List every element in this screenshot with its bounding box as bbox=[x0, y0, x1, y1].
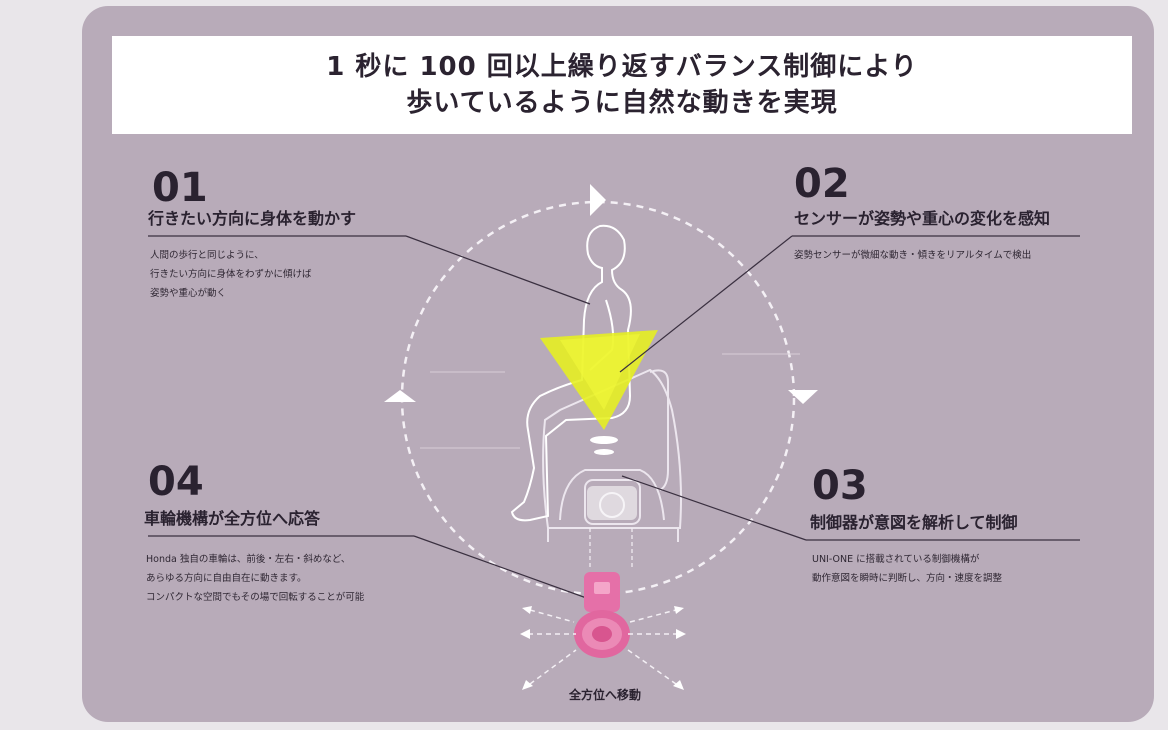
step-01-heading: 行きたい方向に身体を動かす bbox=[148, 209, 357, 228]
omnidirectional-label: 全方位へ移動 bbox=[568, 688, 641, 702]
step-01-line-2: 行きたい方向に身体をわずかに傾けば bbox=[150, 269, 312, 280]
step-03-line-1: UNI-ONE に搭載されている制御機構が bbox=[812, 554, 980, 565]
step-01-number: 01 bbox=[152, 165, 208, 211]
step-04-line-1: Honda 独自の車輪は、前後・左右・斜めなど、 bbox=[146, 554, 351, 565]
step-02-heading: センサーが姿勢や重心の変化を感知 bbox=[794, 209, 1051, 228]
arrow-right-icon bbox=[788, 390, 818, 404]
title-line-1: 1 秒に 100 回以上繰り返すバランス制御により bbox=[326, 52, 918, 82]
arrow-left-icon bbox=[384, 390, 416, 402]
step-02-number: 02 bbox=[794, 161, 850, 207]
step-01-line-3: 姿勢や重心が動く bbox=[150, 288, 227, 299]
step-02-line-1: 姿勢センサーが微細な動き・傾きをリアルタイムで検出 bbox=[794, 250, 1032, 261]
step-03-number: 03 bbox=[812, 463, 868, 509]
step-04-line-3: コンパクトな空間でもその場で回転することが可能 bbox=[146, 592, 365, 603]
step-03-heading: 制御器が意図を解析して制御 bbox=[810, 513, 1018, 532]
step-04-number: 04 bbox=[148, 459, 204, 505]
arrow-top-icon bbox=[590, 184, 606, 216]
step-03-line-2: 動作意図を瞬時に判断し、方向・速度を調整 bbox=[812, 573, 1003, 584]
step-01-line-1: 人間の歩行と同じように、 bbox=[150, 250, 264, 261]
title-banner: 1 秒に 100 回以上繰り返すバランス制御により 歩いているように自然な動きを… bbox=[112, 36, 1132, 134]
title-line-2: 歩いているように自然な動きを実現 bbox=[406, 88, 838, 118]
step-04-line-2: あらゆる方向に自由自在に動きます。 bbox=[146, 573, 307, 584]
sensor-cone-icon bbox=[540, 330, 658, 455]
direction-arrows-icon bbox=[528, 609, 678, 685]
step-04-heading: 車輪機構が全方位へ応答 bbox=[144, 509, 321, 528]
wheel-icon bbox=[574, 572, 630, 658]
